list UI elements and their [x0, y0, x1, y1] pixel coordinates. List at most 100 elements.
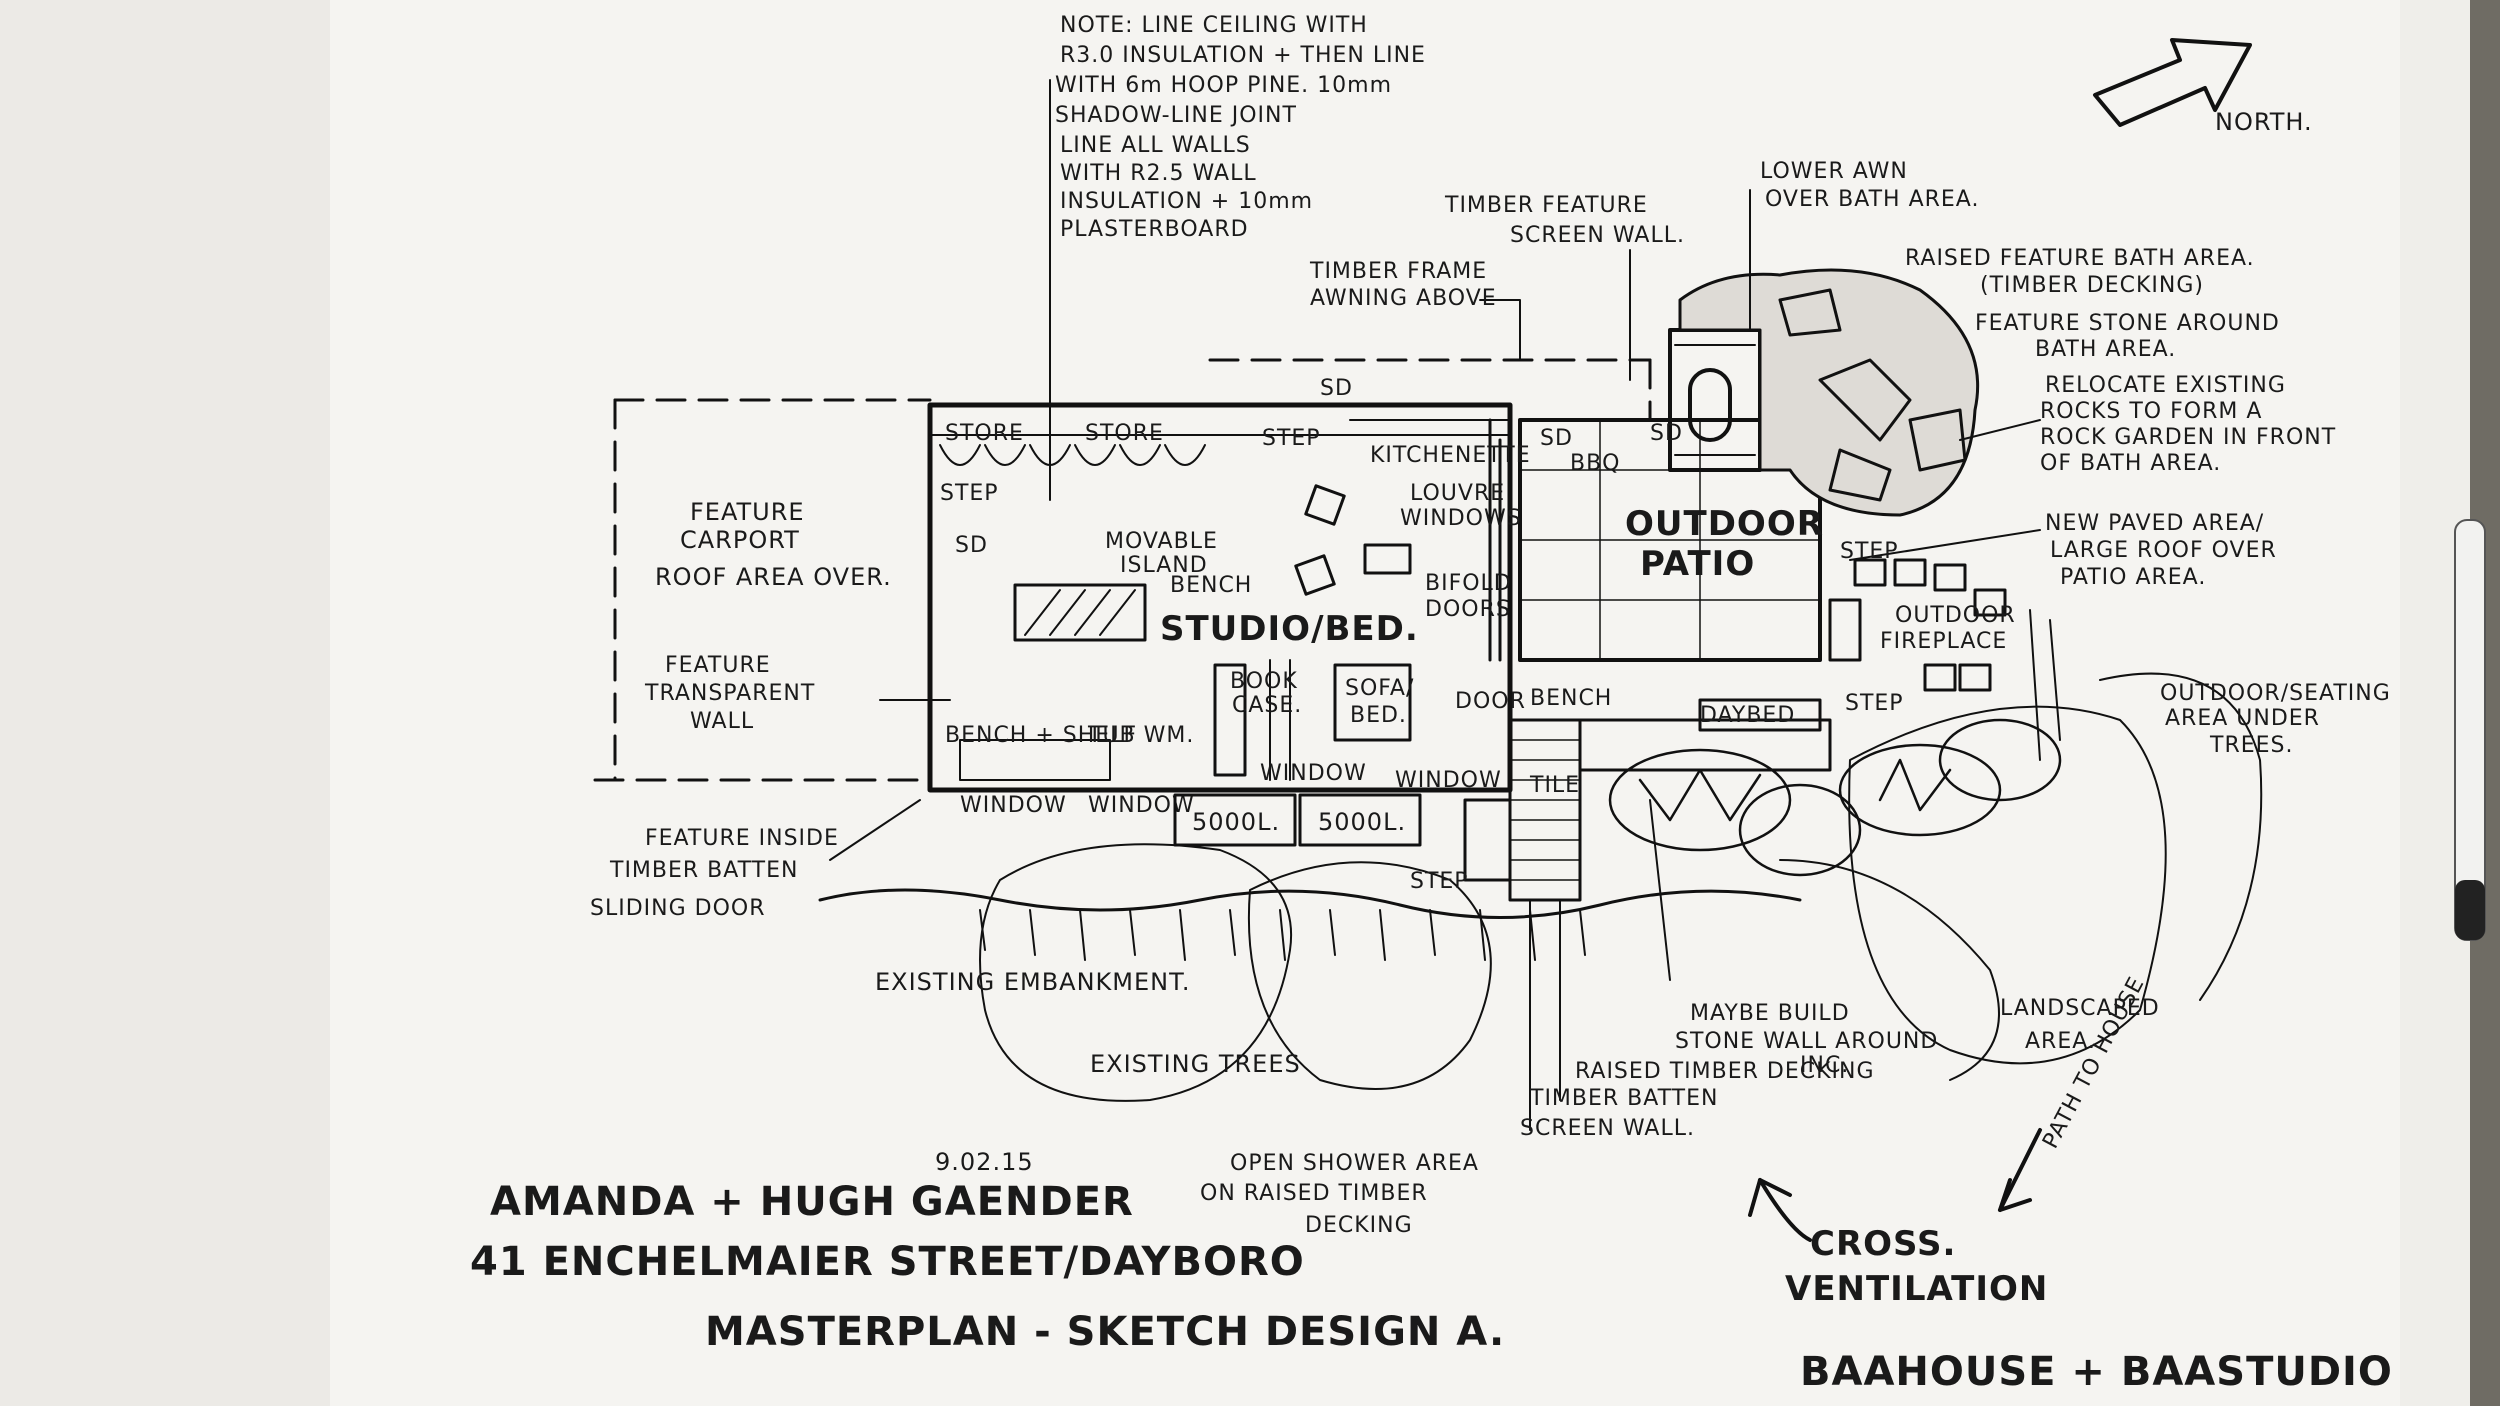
sofa-bed-label: SOFA/ BED.	[1345, 676, 1413, 728]
lower-deck	[1463, 698, 1832, 902]
window-label-3: WINDOW	[1260, 761, 1367, 786]
svg-text:ISLAND: ISLAND	[1120, 553, 1208, 578]
svg-text:STONE WALL AROUND: STONE WALL AROUND	[1675, 1029, 1938, 1054]
store-label-2: STORE	[1085, 421, 1164, 446]
drawing-title: MASTERPLAN - SKETCH DESIGN A.	[705, 1309, 1505, 1355]
pen-icon	[2454, 519, 2486, 941]
window-label-2: WINDOW	[1088, 793, 1195, 818]
north-arrow-icon	[2093, 38, 2252, 127]
tank-label-2: 5000L.	[1318, 808, 1406, 836]
open-shower-label: OPEN SHOWER AREA ON RAISED TIMBER DECKIN…	[1200, 1151, 1479, 1238]
existing-trees-label: EXISTING TREES	[1090, 1050, 1301, 1078]
svg-text:BIFOLD: BIFOLD	[1425, 571, 1512, 596]
svg-text:LOWER AWN: LOWER AWN	[1760, 159, 1908, 184]
feature-transparent-wall-label: FEATURE TRANSPARENT WALL	[644, 653, 814, 734]
svg-text:FEATURE: FEATURE	[665, 653, 771, 678]
existing-embankment	[818, 888, 1802, 961]
notes-ceiling: NOTE: LINE CEILING WITH R3.0 INSULATION …	[1055, 13, 1426, 128]
raised-feature-bath-label: RAISED FEATURE BATH AREA. (TIMBER DECKIN…	[1905, 246, 2254, 298]
svg-text:FIREPLACE: FIREPLACE	[1880, 629, 2007, 654]
svg-text:ROCK GARDEN IN FRONT: ROCK GARDEN IN FRONT	[2040, 425, 2336, 450]
svg-text:OUTDOOR/SEATING: OUTDOOR/SEATING	[2160, 681, 2391, 706]
window-label-1: WINDOW	[960, 793, 1067, 818]
svg-text:NEW PAVED AREA/: NEW PAVED AREA/	[2045, 511, 2264, 536]
window-label-4: WINDOW	[1395, 768, 1502, 793]
rock-garden	[1678, 268, 1980, 517]
svg-text:WITH 6m HOOP PINE. 10mm: WITH 6m HOOP PINE. 10mm	[1055, 73, 1392, 98]
studio-bed-label: STUDIO/BED.	[1160, 609, 1419, 649]
svg-text:CASE.: CASE.	[1232, 693, 1302, 718]
landscape-shrubs	[1608, 718, 2062, 877]
raised-timber-decking-label: RAISED TIMBER DECKING	[1575, 1059, 1875, 1084]
svg-text:INC.: INC.	[1800, 1053, 1849, 1078]
svg-text:TIMBER FRAME: TIMBER FRAME	[1309, 259, 1487, 284]
svg-text:BOOK: BOOK	[1230, 669, 1298, 694]
svg-text:ROOF AREA OVER.: ROOF AREA OVER.	[655, 563, 892, 591]
svg-text:PATIO: PATIO	[1640, 544, 1755, 584]
client-name: AMANDA + HUGH GAENDER	[490, 1179, 1134, 1225]
svg-text:LANDSCAPED: LANDSCAPED	[2000, 996, 2160, 1021]
north-label: NORTH.	[2215, 108, 2313, 136]
tile-label: TILE	[1529, 773, 1580, 798]
kitchenette-label: KITCHENETTE	[1370, 443, 1531, 468]
svg-text:LARGE ROOF OVER: LARGE ROOF OVER	[2050, 538, 2277, 563]
svg-text:VENTILATION: VENTILATION	[1785, 1269, 2048, 1309]
feature-stone-label: FEATURE STONE AROUND BATH AREA.	[1975, 311, 2279, 362]
new-paved-area-label: NEW PAVED AREA/ LARGE ROOF OVER PATIO AR…	[2045, 511, 2277, 590]
sliding-door-label: SLIDING DOOR	[590, 896, 766, 921]
sd-label-1: SD	[1320, 376, 1353, 401]
outdoor-patio-label: OUTDOOR PATIO	[1625, 504, 1824, 584]
svg-text:RELOCATE EXISTING: RELOCATE EXISTING	[2045, 373, 2286, 398]
carport-outline	[593, 358, 1652, 782]
svg-text:OPEN SHOWER AREA: OPEN SHOWER AREA	[1230, 1151, 1479, 1176]
svg-text:MAYBE BUILD: MAYBE BUILD	[1690, 1001, 1850, 1026]
timber-feature-screen-label: TIMBER FEATURE SCREEN WALL.	[1444, 193, 1684, 248]
svg-text:BATH AREA.: BATH AREA.	[2035, 337, 2176, 362]
step-label-3: STEP	[1840, 539, 1899, 564]
existing-embankment-label: EXISTING EMBANKMENT.	[875, 968, 1191, 996]
svg-text:WITH R2.5 WALL: WITH R2.5 WALL	[1060, 161, 1257, 186]
sd-label-2: SD	[955, 533, 988, 558]
step-label-1: STEP	[1262, 426, 1321, 451]
bifold-doors-label: BIFOLD DOORS	[1425, 571, 1512, 622]
timber-frame-awning-label: TIMBER FRAME AWNING ABOVE	[1309, 259, 1497, 311]
drawing-date: 9.02.15	[935, 1148, 1034, 1176]
cross-ventilation-arrow-icon	[1748, 1128, 2042, 1242]
svg-text:ON RAISED TIMBER: ON RAISED TIMBER	[1200, 1181, 1428, 1206]
svg-text:LOUVRE: LOUVRE	[1410, 481, 1505, 506]
step-label-2: STEP	[940, 481, 999, 506]
furniture	[1213, 484, 1412, 781]
outdoor-patio	[1498, 418, 1822, 662]
lower-awn-label: LOWER AWN OVER BATH AREA.	[1760, 159, 1979, 212]
louvre-windows-label: LOUVRE WINDOWS	[1400, 481, 1521, 531]
feature-inside-batten-label: FEATURE INSIDE TIMBER BATTEN	[609, 826, 839, 883]
svg-text:AWNING ABOVE: AWNING ABOVE	[1310, 286, 1497, 311]
tank-label-1: 5000L.	[1192, 808, 1280, 836]
site-address: 41 ENCHELMAIER STREET/DAYBORO	[470, 1239, 1305, 1285]
svg-text:ROCKS TO FORM A: ROCKS TO FORM A	[2040, 399, 2262, 424]
svg-text:OUTDOOR: OUTDOOR	[1625, 504, 1824, 544]
svg-text:INSULATION + 10mm: INSULATION + 10mm	[1060, 189, 1313, 214]
svg-text:OVER BATH AREA.: OVER BATH AREA.	[1765, 187, 1979, 212]
cross-ventilation-label: CROSS. VENTILATION	[1785, 1224, 2048, 1309]
svg-text:BENCH: BENCH	[1170, 573, 1252, 598]
outdoor-seating-label: OUTDOOR/SEATING AREA UNDER TREES.	[2160, 681, 2391, 758]
svg-text:BED.: BED.	[1350, 703, 1407, 728]
outdoor-fireplace	[1828, 558, 2061, 761]
svg-text:SHADOW-LINE JOINT: SHADOW-LINE JOINT	[1055, 103, 1297, 128]
outdoor-fireplace-label: OUTDOOR FIREPLACE	[1880, 603, 2015, 654]
svg-text:AREA.: AREA.	[2025, 1029, 2096, 1054]
svg-text:LINE ALL WALLS: LINE ALL WALLS	[1060, 133, 1251, 158]
svg-text:R3.0 INSULATION + THEN LINE: R3.0 INSULATION + THEN LINE	[1060, 43, 1426, 68]
svg-text:FEATURE INSIDE: FEATURE INSIDE	[645, 826, 839, 851]
movable-island-label: MOVABLE ISLAND BENCH	[1105, 529, 1252, 598]
step-label-4: STEP	[1845, 691, 1904, 716]
timber-batten-screen-label: TIMBER BATTEN SCREEN WALL.	[1520, 1086, 1717, 1141]
book-case-label: BOOK CASE.	[1230, 669, 1302, 718]
sd-label-4: SD	[1650, 421, 1683, 446]
daybed-label: DAYBED	[1700, 703, 1795, 728]
svg-text:TIMBER FEATURE: TIMBER FEATURE	[1444, 193, 1648, 218]
svg-text:CROSS.: CROSS.	[1810, 1224, 1956, 1264]
sd-label-3: SD	[1540, 426, 1573, 451]
